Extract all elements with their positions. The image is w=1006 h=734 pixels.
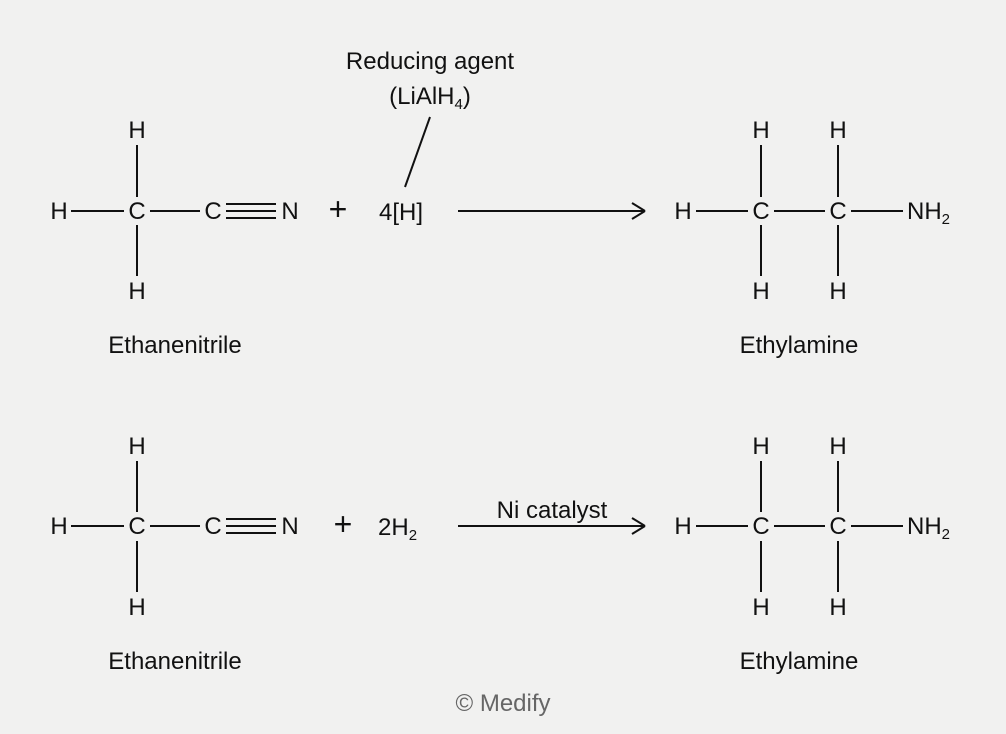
atom-h-bottom: H <box>128 594 145 621</box>
atom-c2: C <box>204 513 221 540</box>
product-1-name: Ethylamine <box>740 332 859 359</box>
atom-h-top1: H <box>752 117 769 144</box>
atom-h-bottom: H <box>128 278 145 305</box>
plus-sign-2: + <box>334 506 353 542</box>
reactant-1-structure: H H C C N H <box>50 117 298 305</box>
atom-h-top2: H <box>829 433 846 460</box>
reactant-2-structure: H H C C N H <box>50 433 298 621</box>
reaction-1: H H C C N H Ethanenitrile + 4[H] Reducin… <box>50 48 950 359</box>
plus-sign-1: + <box>329 191 348 227</box>
atom-h-bottom1: H <box>752 594 769 621</box>
atom-h-bottom2: H <box>829 594 846 621</box>
condition-1-line1: Reducing agent <box>346 48 514 75</box>
atom-h-left: H <box>50 198 67 225</box>
atom-c1: C <box>128 198 145 225</box>
atom-c2: C <box>829 513 846 540</box>
atom-nh2: NH2 <box>907 198 950 228</box>
atom-c1: C <box>752 198 769 225</box>
atom-n: N <box>281 198 298 225</box>
atom-c1: C <box>128 513 145 540</box>
reaction-arrow-2 <box>458 517 646 535</box>
atom-h-top: H <box>128 117 145 144</box>
reactant-1-name: Ethanenitrile <box>108 332 241 359</box>
atom-h-left: H <box>50 513 67 540</box>
atom-c2: C <box>829 198 846 225</box>
reaction-arrow-1 <box>458 202 646 220</box>
copyright-label: © Medify <box>455 690 550 717</box>
reagent-1: 4[H] <box>379 199 423 226</box>
atom-h-top2: H <box>829 117 846 144</box>
condition-1-line2: (LiAlH4) <box>389 83 471 113</box>
atom-h-left: H <box>674 198 691 225</box>
atom-h-top1: H <box>752 433 769 460</box>
product-1-structure: H H H C C NH2 H H <box>674 117 950 305</box>
atom-h-bottom1: H <box>752 278 769 305</box>
reaction-2: H H C C N H Ethanenitrile + 2H2 Ni catal… <box>50 433 950 675</box>
atom-h-left: H <box>674 513 691 540</box>
atom-c1: C <box>752 513 769 540</box>
product-2-structure: H H H C C NH2 H H <box>674 433 950 621</box>
reactant-2-name: Ethanenitrile <box>108 648 241 675</box>
condition-2: Ni catalyst <box>497 497 608 524</box>
product-2-name: Ethylamine <box>740 648 859 675</box>
condition-pointer <box>404 116 431 188</box>
atom-h-bottom2: H <box>829 278 846 305</box>
atom-h-top: H <box>128 433 145 460</box>
reagent-2: 2H2 <box>378 514 417 544</box>
atom-c2: C <box>204 198 221 225</box>
atom-nh2: NH2 <box>907 513 950 543</box>
atom-n: N <box>281 513 298 540</box>
